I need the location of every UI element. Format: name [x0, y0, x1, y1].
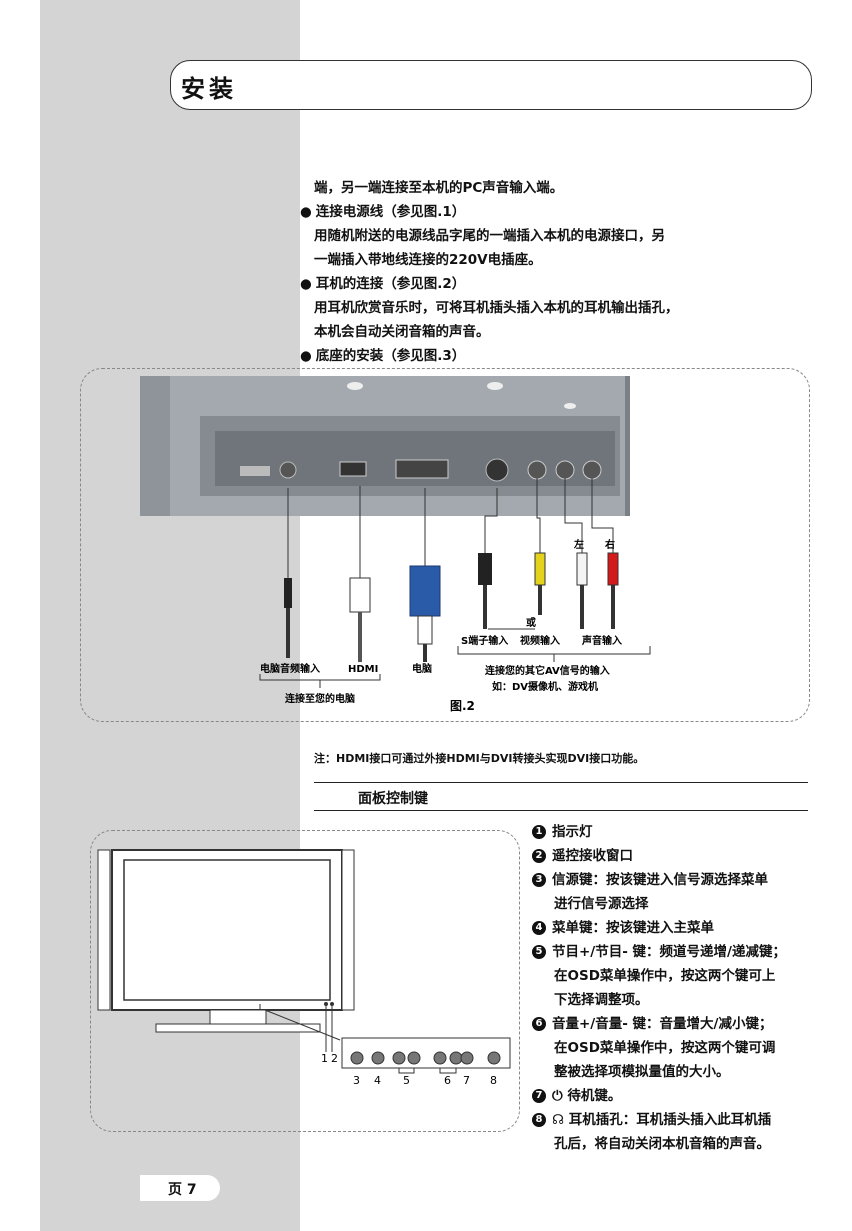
label-video: 视频输入 [520, 634, 560, 647]
callout-3: 3 [353, 1074, 360, 1087]
label-connect-pc: 连接至您的电脑 [285, 692, 355, 705]
number-badge: 1 [532, 825, 546, 839]
control-item-8: 8☊ 耳机插孔：耳机插头插入此耳机插 孔后，将自动关闭本机音箱的声音。 [532, 1108, 822, 1156]
label-pc-audio: 电脑音频输入 [260, 662, 320, 675]
callout-4: 4 [374, 1074, 381, 1087]
callout-7: 7 [463, 1074, 470, 1087]
number-badge: 6 [532, 1017, 546, 1031]
label-s-video: S端子输入 [461, 634, 508, 647]
label-audio: 声音输入 [581, 634, 622, 647]
figure-2-frame [80, 368, 810, 722]
section-header: 安装 [170, 60, 812, 110]
callout-6: 6 [444, 1074, 451, 1087]
front-panel-frame [90, 830, 520, 1132]
label-av-line1: 连接您的其它AV信号的输入 [485, 664, 610, 677]
section-rule-top [314, 782, 808, 783]
section-rule-bottom [314, 810, 808, 811]
callout-2: 2 [331, 1052, 338, 1065]
bullet-heading: 耳机的连接（参见图.2） [300, 272, 466, 296]
number-badge: 2 [532, 849, 546, 863]
label-or: 或 [526, 616, 536, 629]
label-right: 右 [604, 538, 615, 551]
number-badge: 5 [532, 945, 546, 959]
bullet-heading: 连接电源线（参见图.1） [300, 200, 466, 224]
bullet-heading: 底座的安装（参见图.3） [300, 344, 466, 368]
body-line: 本机会自动关闭音箱的声音。 [314, 324, 490, 340]
page-number: 页 7 [168, 1182, 197, 1198]
label-pc: 电脑 [412, 662, 432, 675]
number-badge: 8 [532, 1113, 546, 1127]
body-line: 用耳机欣赏音乐时，可将耳机插头插入本机的耳机输出插孔， [314, 300, 679, 316]
control-item-7: 7⏻ 待机键。 [532, 1084, 822, 1108]
figure-2-caption: 图.2 [450, 699, 475, 713]
number-badge: 7 [532, 1089, 546, 1103]
page-title: 安装 [181, 74, 237, 103]
front-panel-diagram: 1 2 3 4 5 6 7 8 [97, 849, 511, 1087]
body-line: 用随机附送的电源线品字尾的一端插入本机的电源接口，另 [314, 228, 665, 244]
tv-rear-panel-photo [140, 376, 630, 516]
hdmi-note: 注：HDMI接口可通过外接HDMI与DVI转接头实现DVI接口功能。 [314, 752, 645, 765]
label-hdmi: HDMI [348, 664, 378, 675]
callout-8: 8 [490, 1074, 497, 1087]
label-av-line2: 如：DV摄像机、游戏机 [492, 680, 598, 693]
panel-section-title: 面板控制键 [358, 791, 428, 807]
body-line: 端，另一端连接至本机的PC声音输入端。 [314, 180, 564, 196]
number-badge: 3 [532, 873, 546, 887]
number-badge: 4 [532, 921, 546, 935]
callout-1: 1 [321, 1052, 328, 1065]
callout-5: 5 [403, 1074, 410, 1087]
body-line: 一端插入带地线连接的220V电插座。 [314, 252, 542, 268]
figure-2-connectors: 电脑音频输入 HDMI 电脑 连接至您的电脑 S端子输入 视频输入 声音输入 或… [259, 478, 651, 713]
label-left: 左 [573, 538, 584, 551]
page-number-tab: 页 7 [140, 1175, 220, 1201]
